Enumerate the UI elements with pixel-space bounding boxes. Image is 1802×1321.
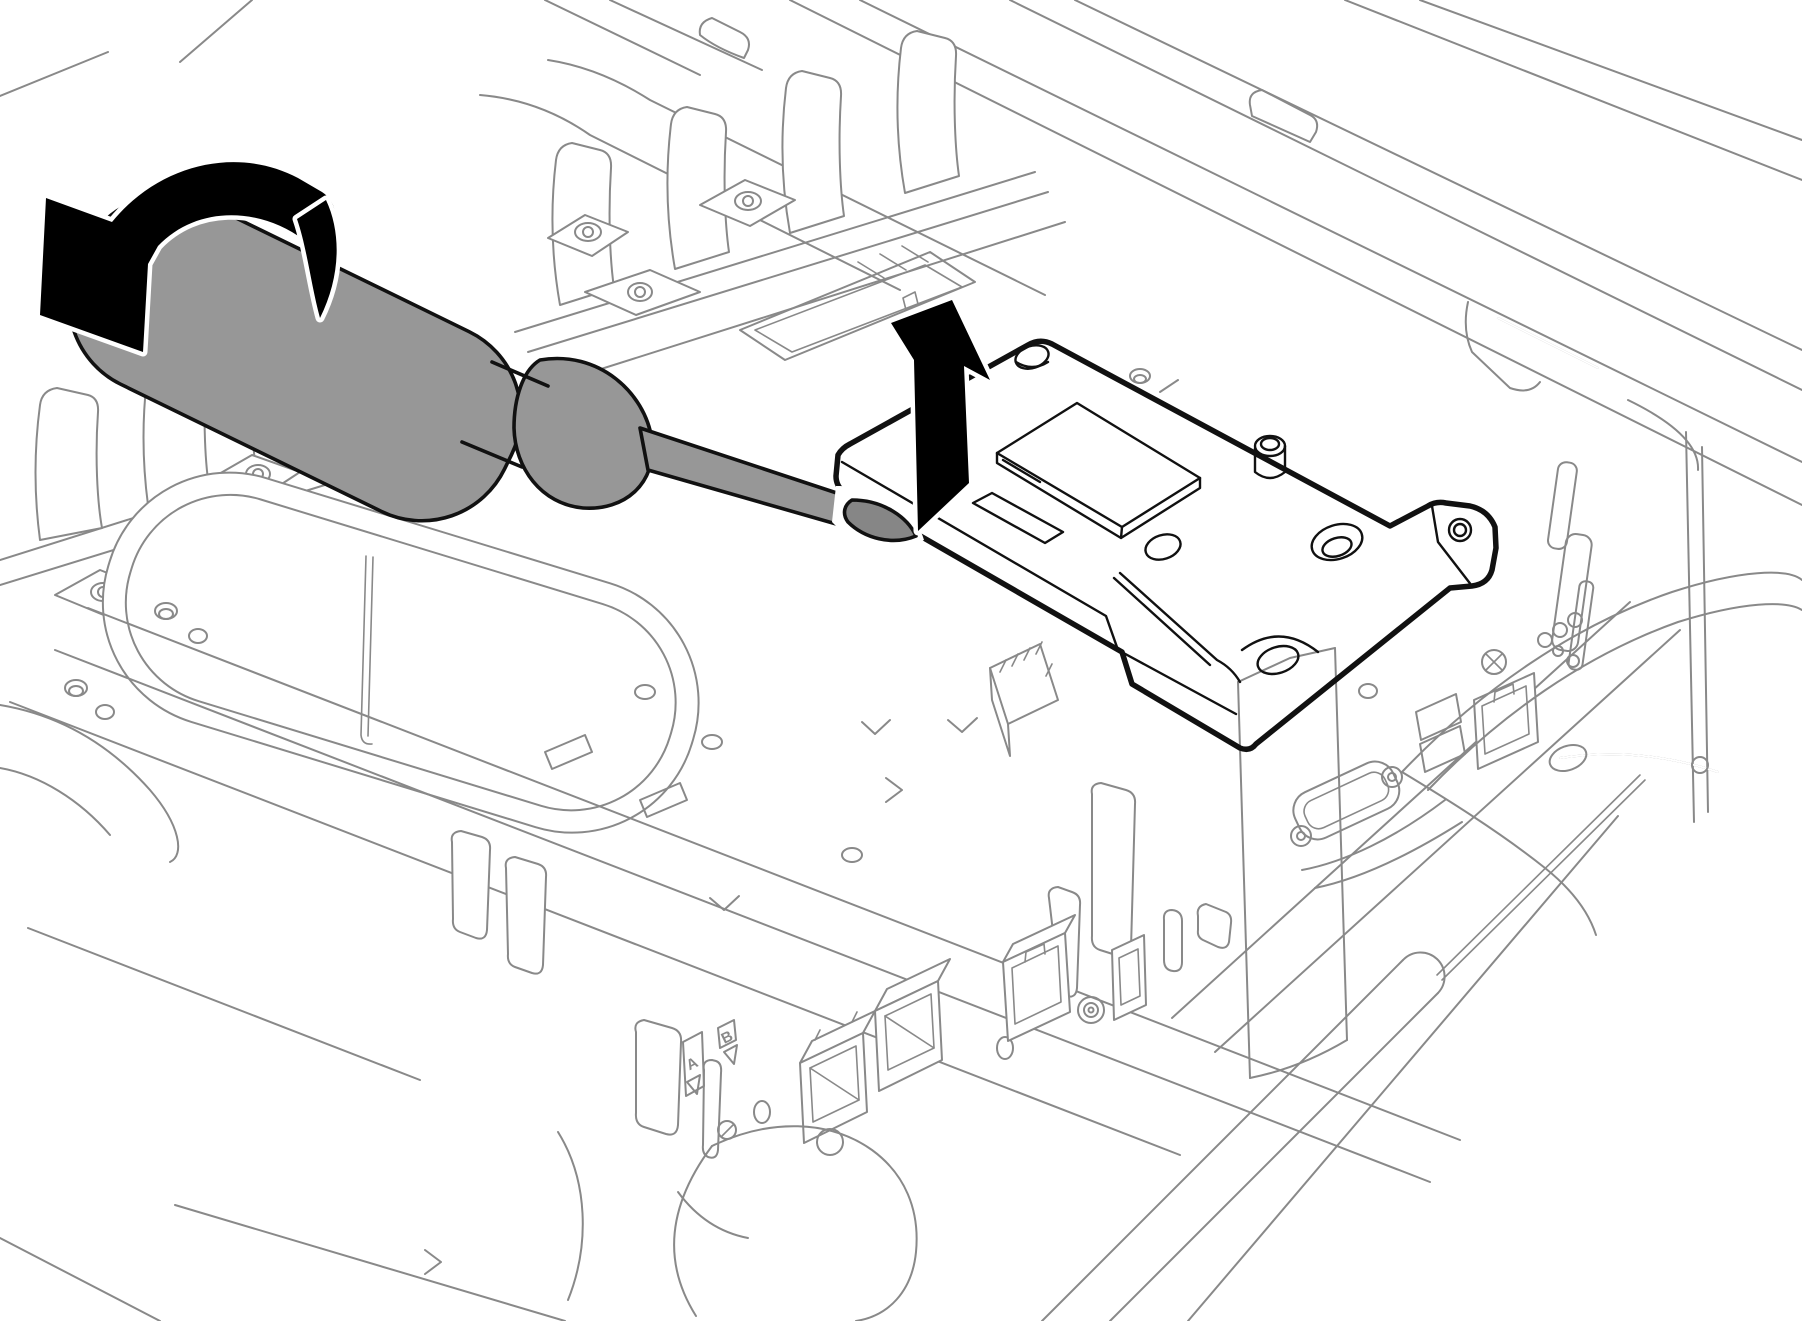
- board-header-connector: [989, 641, 1059, 757]
- cable-wire: [360, 555, 374, 745]
- handle-rib-2: [460, 440, 524, 469]
- rotate-arrow-tail: [292, 195, 342, 323]
- port-label-b: B: [719, 1028, 736, 1048]
- alignment-marks: [424, 717, 978, 1275]
- mini-display-port: [1196, 903, 1233, 949]
- standoff-pin: [1253, 434, 1287, 480]
- cold-plate-loop: [101, 471, 700, 834]
- qsfp-cage-1: [799, 1010, 876, 1144]
- module-hole-bottom: [1256, 644, 1300, 676]
- reset-button: [1077, 996, 1105, 1024]
- chassis-top-rails: [479, 0, 1802, 506]
- removed-module: [833, 338, 1499, 753]
- support-bar: [1041, 774, 1646, 1321]
- right-bracket: [1237, 301, 1709, 1079]
- countersink-hole: [1310, 522, 1364, 562]
- label-recess: [971, 491, 1065, 545]
- qsfp-cage-2: [874, 958, 951, 1092]
- screwdriver-pry-tip: [842, 498, 918, 543]
- screwdriver-ferrule: [512, 356, 655, 510]
- usb-oval-port: [1162, 909, 1183, 973]
- rj45-port-2: [1473, 672, 1539, 770]
- ear-screw-hole: [1447, 517, 1473, 543]
- action-arrows: [35, 157, 995, 536]
- screwdriver: [67, 193, 924, 547]
- chip-pad: [995, 401, 1202, 540]
- port-label-a: A: [684, 1054, 701, 1074]
- bottom-cutout: [0, 1125, 918, 1321]
- vga-port: [1290, 760, 1403, 847]
- hose-routing-plate: [1187, 571, 1802, 1321]
- tray-screw-holes: [64, 368, 1583, 1124]
- handle-rib: [490, 360, 550, 388]
- chassis-top-left-edges: [0, 0, 253, 97]
- rj45-port-1: [1002, 914, 1076, 1042]
- lift-up-arrow-icon: [886, 295, 995, 536]
- guide-fin-rail-top: [514, 30, 1066, 383]
- module-body: [833, 338, 1499, 753]
- left-hoses: [0, 704, 180, 863]
- mgmt-port: [1111, 934, 1147, 1021]
- module-hole-center: [1144, 533, 1182, 561]
- tray-front-edges: [9, 601, 1681, 1183]
